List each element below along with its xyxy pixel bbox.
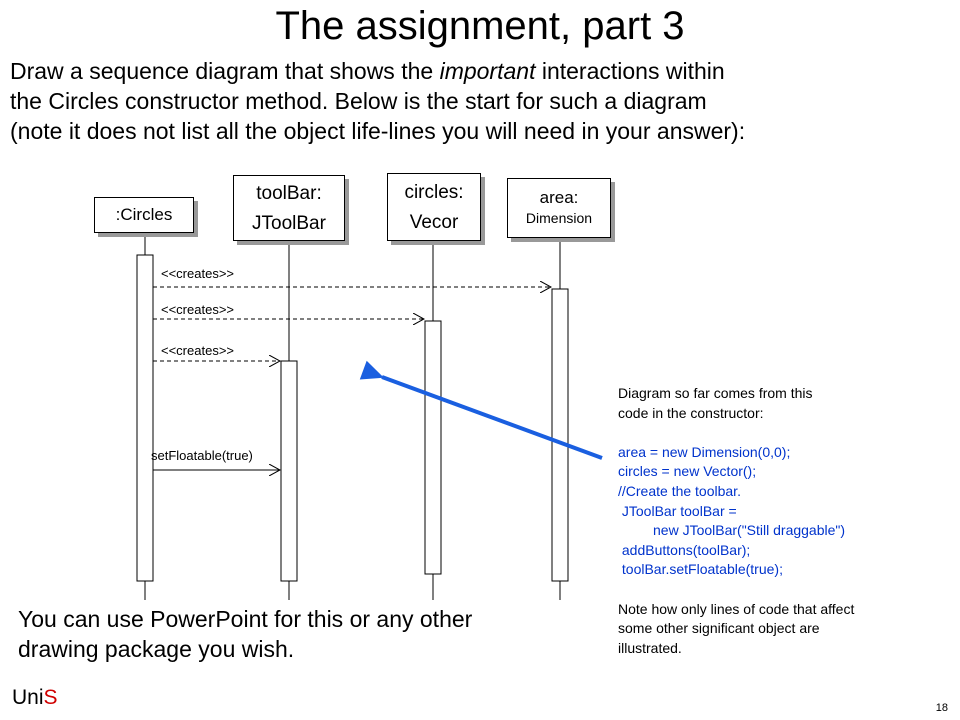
activation-vector <box>424 320 442 575</box>
object-circles-label: :Circles <box>115 205 173 224</box>
object-circles-box: :Circles <box>94 197 194 233</box>
note-intro-2: code in the constructor: <box>618 404 764 421</box>
note-spacer-2 <box>618 580 958 600</box>
object-area-type: Dimension <box>525 210 593 226</box>
footer-line-2: drawing package you wish. <box>18 636 295 662</box>
label-creates-vector: <<creates>> <box>161 302 234 317</box>
note-outro-3: illustrated. <box>618 639 682 656</box>
code-note: Diagram so far comes from this code in t… <box>618 384 958 658</box>
code-line-1: area = new Dimension(0,0); <box>618 443 791 460</box>
object-vector-box: circles: Vecor <box>387 173 481 241</box>
page-number: 18 <box>935 702 948 714</box>
code-line-2: circles = new Vector(); <box>618 463 757 480</box>
label-creates-toolbar: <<creates>> <box>161 343 234 358</box>
code-line-6: addButtons(toolBar); <box>618 541 751 558</box>
note-spacer <box>618 423 958 443</box>
note-intro-1: Diagram so far comes from this <box>618 385 813 401</box>
object-area-name: area: <box>539 188 579 207</box>
intro-emphasis: important <box>439 58 536 84</box>
note-outro-2: some other significant object are <box>618 620 820 637</box>
brand-s: S <box>43 686 58 709</box>
code-line-7: toolBar.setFloatable(true); <box>618 561 783 578</box>
pointer-arrow <box>359 360 603 460</box>
footer-text: You can use PowerPoint for this or any o… <box>18 604 578 664</box>
slide-title: The assignment, part 3 <box>275 4 685 48</box>
object-toolbar-box: toolBar: JToolBar <box>233 175 345 241</box>
label-set-floatable: setFloatable(true) <box>151 448 253 463</box>
intro-line2: the Circles constructor method. Below is… <box>10 88 707 114</box>
footer-line-1: You can use PowerPoint for this or any o… <box>18 606 473 632</box>
code-line-5: new JToolBar("Still draggable") <box>618 522 846 539</box>
brand-logo: UniS <box>12 686 58 710</box>
activation-area <box>551 288 569 582</box>
intro-line1-b: interactions within <box>535 58 725 84</box>
activation-toolbar <box>280 360 298 582</box>
object-toolbar-type: JToolBar <box>252 213 326 234</box>
label-creates-area: <<creates>> <box>161 266 234 281</box>
object-vector-name: circles: <box>404 182 464 203</box>
object-toolbar-name: toolBar: <box>256 183 322 204</box>
brand-uni: Uni <box>12 686 44 709</box>
note-outro-1: Note how only lines of code that affect <box>618 600 855 617</box>
intro-line1-a: Draw a sequence diagram that shows the <box>10 58 440 84</box>
intro-text: Draw a sequence diagram that shows the i… <box>10 56 910 146</box>
object-area-box: area: Dimension <box>507 178 611 238</box>
object-vector-type: Vecor <box>409 212 459 233</box>
intro-line3: (note it does not list all the object li… <box>10 118 746 144</box>
code-line-3: //Create the toolbar. <box>618 482 741 499</box>
activation-circles <box>136 254 154 582</box>
code-line-4: JToolBar toolBar = <box>618 502 737 519</box>
